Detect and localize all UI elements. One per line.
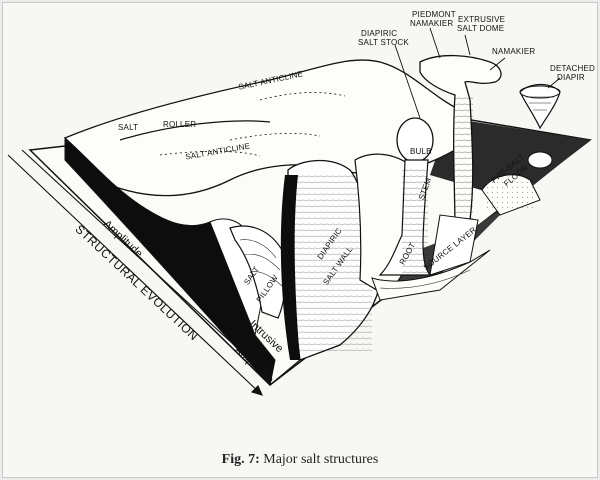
label-piedmont-namakier-1: PIEDMONT	[412, 10, 456, 19]
caption-number: Fig. 7:	[221, 452, 260, 467]
label-detached-diapir-2: DIAPIR	[557, 73, 585, 82]
label-extrusive-salt-dome-1: EXTRUSIVE	[458, 15, 506, 24]
label-extrusive-salt-dome-2: SALT DOME	[457, 24, 505, 33]
label-piedmont-namakier-2: NAMAKIER	[410, 19, 454, 28]
evolution-arrows	[7, 149, 272, 396]
leader-lines	[394, 27, 561, 119]
diapiric-salt-wall	[280, 159, 382, 361]
label-bulb: BULB	[410, 147, 432, 156]
diapiric-salt-stock	[354, 117, 434, 293]
label-namakier: NAMAKIER	[492, 47, 536, 56]
detached-diapir	[519, 83, 561, 130]
figure-caption: Fig. 7: Major salt structures	[0, 452, 600, 468]
label-detached-diapir-1: DETACHED	[550, 64, 596, 73]
extrusive-salt-dome	[419, 54, 502, 276]
label-diapiric-salt-stock-1: DIAPIRIC	[361, 29, 398, 38]
source-layer	[371, 249, 491, 301]
pre-salt-floor	[481, 151, 553, 216]
label-diapiric-salt-stock-2: SALT STOCK	[358, 38, 409, 47]
label-salt-roller-1: SALT	[118, 123, 139, 132]
caption-text: Major salt structures	[263, 452, 379, 467]
label-salt-roller-2: ROLLER	[163, 120, 197, 129]
